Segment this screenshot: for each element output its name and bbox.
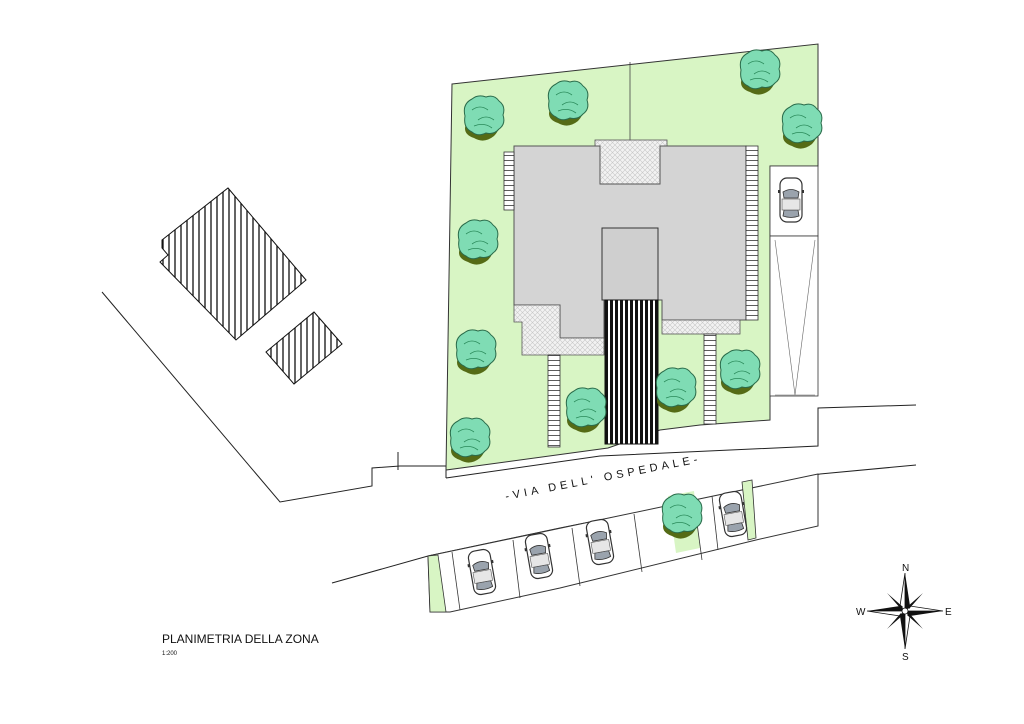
access-ramp: [604, 299, 659, 445]
compass-north: N: [902, 563, 909, 574]
compass-east: E: [945, 607, 952, 618]
hatched-building: [159, 187, 343, 385]
plan-scale: 1:200: [162, 651, 178, 657]
path-left: [547, 354, 561, 448]
driveway: [769, 165, 819, 397]
path-right: [703, 333, 717, 425]
compass-west: W: [856, 607, 866, 618]
car-symbol: [777, 177, 805, 223]
compass-south: S: [902, 652, 909, 663]
plan-title: PLANIMETRIA DELLA ZONA: [162, 632, 319, 646]
parking-strip: [427, 473, 819, 613]
compass-rose: N S E W: [856, 563, 952, 663]
main-building: [503, 139, 759, 356]
